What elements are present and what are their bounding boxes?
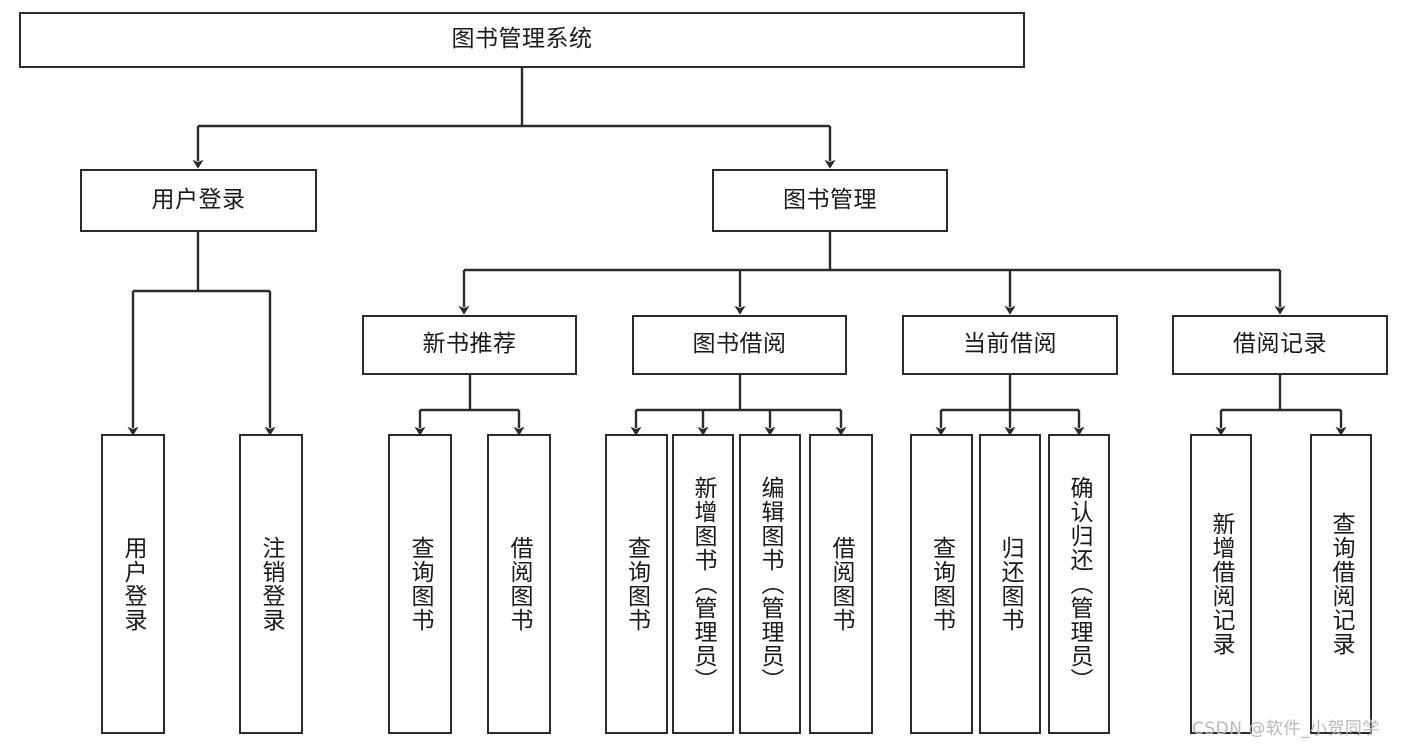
leaf-borrow-query-book[interactable]: 查询图书: [605, 434, 668, 734]
node-label: 新增借阅记录: [1208, 512, 1235, 656]
leaf-current-query-book[interactable]: 查询图书: [910, 434, 973, 734]
node-label: 借阅记录: [1233, 331, 1327, 358]
node-new-book-recommend[interactable]: 新书推荐: [362, 315, 577, 375]
leaf-newbook-borrow-book[interactable]: 借阅图书: [487, 434, 551, 734]
node-label: 图书管理系统: [451, 26, 593, 53]
leaf-record-query-record[interactable]: 查询借阅记录: [1310, 434, 1372, 734]
node-label: 借阅图书: [506, 536, 533, 632]
node-label: 图书借阅: [692, 331, 787, 358]
leaf-borrow-add-book-admin[interactable]: 新增图书（管理员）: [672, 434, 734, 734]
node-book-borrow[interactable]: 图书借阅: [632, 315, 847, 375]
node-label: 确认归还（管理员）: [1066, 476, 1093, 692]
node-label: 新书推荐: [422, 331, 517, 358]
leaf-borrow-edit-book-admin[interactable]: 编辑图书（管理员）: [739, 434, 801, 734]
leaf-current-return-book[interactable]: 归还图书: [979, 434, 1041, 734]
node-user-login[interactable]: 用户登录: [80, 169, 317, 232]
node-book-management[interactable]: 图书管理: [712, 169, 948, 232]
node-label: 归还图书: [997, 536, 1024, 632]
node-label: 当前借阅: [963, 331, 1057, 358]
leaf-newbook-query-book[interactable]: 查询图书: [388, 434, 452, 734]
node-label: 编辑图书（管理员）: [757, 476, 784, 692]
node-label: 查询借阅记录: [1328, 512, 1355, 656]
leaf-current-confirm-return-admin[interactable]: 确认归还（管理员）: [1048, 434, 1110, 734]
node-label: 查询图书: [928, 536, 955, 632]
leaf-borrow-borrow-book[interactable]: 借阅图书: [809, 434, 873, 734]
node-label: 查询图书: [623, 536, 650, 632]
node-current-borrow[interactable]: 当前借阅: [902, 315, 1118, 375]
watermark-text: CSDN @软件_小贺同学: [1192, 719, 1380, 739]
node-label: 借阅图书: [828, 536, 855, 632]
node-label: 查询图书: [407, 536, 434, 632]
node-label: 注销登录: [258, 536, 285, 632]
leaf-user-login[interactable]: 用户登录: [101, 434, 165, 734]
leaf-record-add-record[interactable]: 新增借阅记录: [1190, 434, 1252, 734]
leaf-user-logout[interactable]: 注销登录: [239, 434, 303, 734]
node-label: 新增图书（管理员）: [690, 476, 717, 692]
node-label: 用户登录: [120, 536, 147, 632]
node-borrow-record[interactable]: 借阅记录: [1172, 315, 1388, 375]
node-label: 用户登录: [151, 186, 246, 213]
node-label: 图书管理: [783, 186, 877, 213]
node-root-system[interactable]: 图书管理系统: [19, 12, 1025, 68]
